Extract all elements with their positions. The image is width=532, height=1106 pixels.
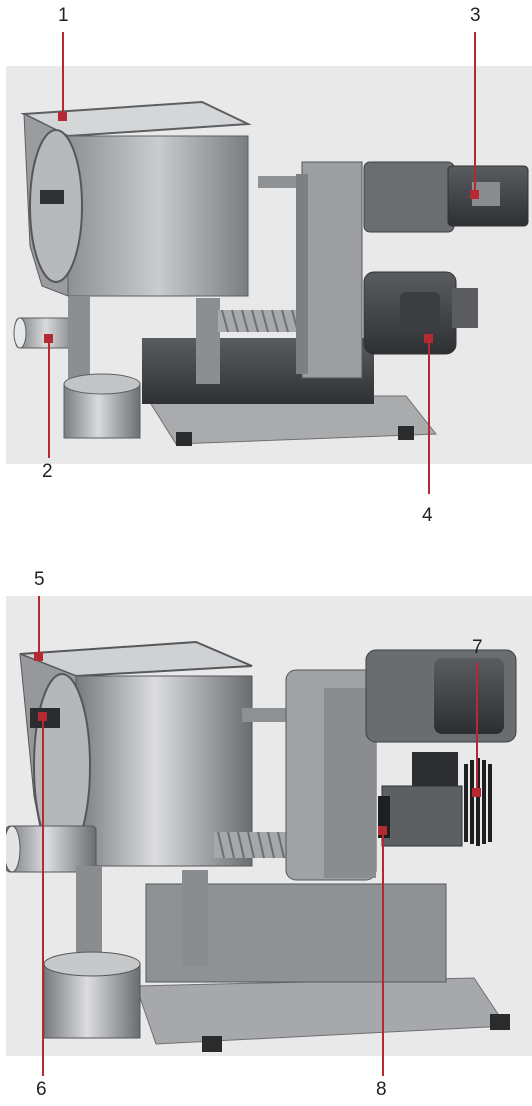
leader-marker-3 [470, 190, 479, 199]
foot [176, 432, 192, 446]
leader-marker-2 [44, 334, 53, 343]
support-leg [68, 296, 90, 386]
cup-rim [43, 951, 141, 977]
leader-line-8 [382, 834, 384, 1076]
callout-number-7: 7 [472, 637, 483, 658]
leader-line-4 [428, 342, 430, 494]
leader-marker-4 [424, 334, 433, 343]
drive-electronics [412, 752, 458, 786]
foot [202, 1036, 222, 1052]
discharge-tube [6, 825, 97, 873]
foot [398, 426, 414, 440]
motor-housing [434, 658, 504, 734]
cup-rim [63, 373, 141, 395]
base-plate [135, 977, 507, 1045]
leader-marker-5 [34, 652, 43, 661]
support-leg [182, 870, 208, 966]
callout-number-6: 6 [36, 1079, 47, 1100]
feeder-illustration-1 [13, 100, 529, 446]
agitator-gear-head [363, 161, 455, 233]
leader-line-6 [42, 720, 44, 1076]
motor-endcap [452, 288, 478, 328]
heatsink-fins [464, 758, 492, 846]
callout-number-8: 8 [376, 1079, 387, 1100]
discharge-opening [13, 317, 27, 349]
drive-clamp [40, 190, 64, 204]
side-flange [29, 129, 83, 283]
leader-line-1 [62, 32, 64, 114]
leader-marker-1 [58, 112, 67, 121]
leader-marker-6 [38, 712, 47, 721]
callout-number-2: 2 [42, 461, 53, 482]
leader-line-7 [476, 662, 478, 790]
support-leg [196, 298, 220, 384]
callout-number-5: 5 [34, 569, 45, 590]
screw-motor [381, 785, 463, 847]
feeder-view-top [6, 66, 532, 464]
discharge-opening [6, 825, 21, 873]
column-side [296, 174, 308, 374]
callout-number-3: 3 [470, 5, 481, 26]
hopper-body [67, 135, 249, 297]
leader-line-5 [38, 596, 40, 654]
leader-marker-8 [378, 826, 387, 835]
gearbox-column [301, 161, 363, 379]
callout-number-4: 4 [422, 505, 433, 526]
foot [490, 1014, 510, 1030]
leader-marker-7 [472, 788, 481, 797]
callout-number-1: 1 [58, 5, 69, 26]
leader-line-2 [48, 342, 50, 458]
motor-face [400, 292, 440, 332]
feeder-illustration-2 [6, 640, 517, 1052]
leader-line-3 [474, 32, 476, 192]
feeder-view-bottom [6, 596, 532, 1056]
